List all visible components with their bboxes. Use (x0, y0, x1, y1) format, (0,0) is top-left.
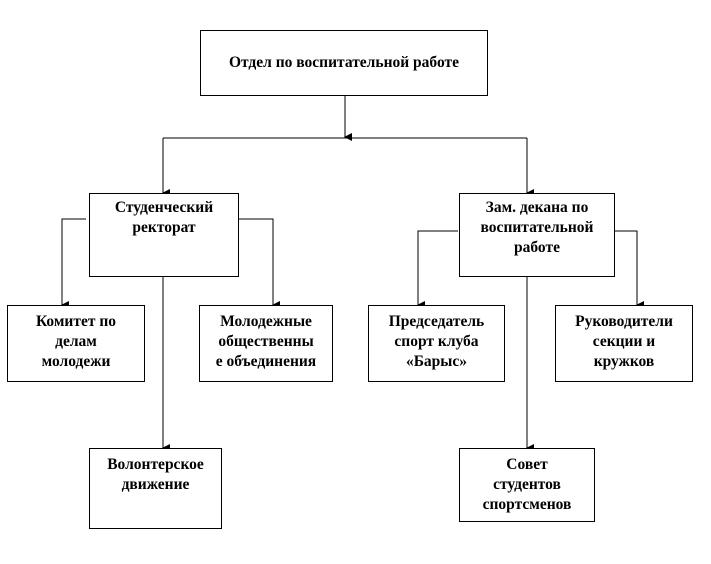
node-line: Совет (506, 456, 548, 473)
edge-dean-sections (614, 230, 644, 309)
node-volunteer: Волонтерское движение (89, 448, 222, 529)
node-section-leaders: Руководители секции и кружков (555, 305, 693, 382)
node-line: Молодежные (220, 313, 312, 330)
node-student-rectorate: Студенческий ректорат (89, 193, 239, 277)
node-line: е объединения (215, 353, 317, 370)
node-youth-associations: Молодежные общественны е объединения (199, 305, 333, 382)
node-line: Руководители (575, 313, 673, 330)
edge-rectorate-committee (61, 218, 86, 309)
node-line: движение (121, 476, 190, 493)
node-line: студентов (493, 476, 561, 493)
node-line: Зам. декана по (485, 199, 589, 216)
node-root: Отдел по воспитательной работе (200, 30, 488, 96)
node-youth-committee: Комитет по делам молодежи (7, 305, 145, 382)
node-line: Комитет по (35, 313, 117, 330)
node-line: «Барыс» (405, 353, 468, 370)
node-athletes-council: Совет студентов спортсменов (459, 448, 595, 522)
node-line: Отдел по воспитательной работе (228, 54, 460, 71)
node-line: общественны (218, 333, 314, 350)
node-line: кружков (593, 353, 655, 370)
node-line: спортсменов (482, 496, 572, 513)
node-line: воспитательной (480, 219, 594, 236)
node-line: ректорат (132, 219, 196, 236)
node-line: Председатель (388, 313, 485, 330)
edge-dean-sportclub (417, 230, 458, 309)
node-line: Студенческий (114, 199, 214, 216)
node-line: работе (514, 239, 560, 256)
node-line: секции и (592, 333, 656, 350)
node-line: молодежи (41, 353, 111, 370)
edge-rectorate-associations (239, 218, 280, 309)
node-deputy-dean: Зам. декана по воспитательной работе (459, 193, 615, 277)
node-line: Волонтерское (107, 456, 204, 473)
node-line: спорт клуба (394, 333, 479, 350)
node-line: делам (55, 333, 97, 350)
node-sport-club-chair: Председатель спорт клуба «Барыс» (368, 305, 505, 382)
